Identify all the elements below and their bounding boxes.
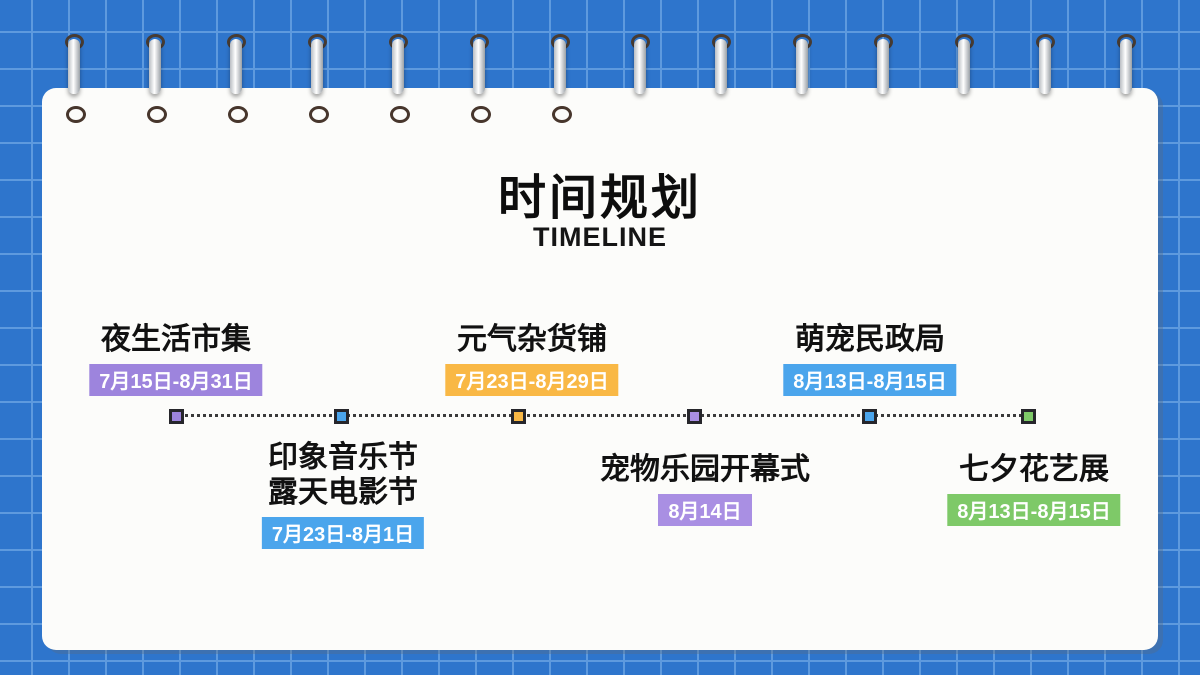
timeline-event-pet-bureau: 萌宠民政局 8月13日-8月15日	[783, 322, 957, 396]
punch-hole-icon	[471, 106, 491, 123]
punch-hole-icon	[228, 106, 248, 123]
timeline-event-grocery: 元气杂货铺 7月23日-8月29日	[445, 322, 619, 396]
event-date-badge: 7月23日-8月29日	[445, 364, 619, 396]
punch-holes-row	[66, 106, 572, 126]
timeline-line	[172, 414, 1030, 417]
timeline-marker	[511, 409, 526, 424]
binder-ring-icon	[64, 34, 84, 96]
timeline-marker	[862, 409, 877, 424]
timeline-marker	[169, 409, 184, 424]
timeline-event-qixi-flower-show: 七夕花艺展 8月13日-8月15日	[947, 452, 1121, 526]
binder-ring-icon	[307, 34, 327, 96]
page-subtitle: TIMELINE	[533, 222, 667, 252]
event-name: 宠物乐园开幕式	[600, 453, 810, 486]
punch-hole-icon	[309, 106, 329, 123]
binder-ring-icon	[550, 34, 570, 96]
binder-ring-icon	[145, 34, 165, 96]
event-name-line2: 露天电影节	[268, 476, 418, 509]
event-date-badge: 7月23日-8月1日	[261, 517, 425, 549]
event-name: 印象音乐节	[268, 441, 418, 474]
binder-ring-icon	[873, 34, 894, 96]
timeline-event-music-film-festival: 印象音乐节 露天电影节 7月23日-8月1日	[261, 440, 425, 549]
event-date-badge: 8月13日-8月15日	[947, 494, 1121, 526]
event-date-badge: 8月14日	[658, 494, 752, 526]
binder-rings-row	[64, 34, 1136, 96]
event-name: 夜生活市集	[101, 323, 251, 356]
timeline-event-pet-park-opening: 宠物乐园开幕式 8月14日	[600, 452, 810, 526]
binder-ring-icon	[711, 34, 732, 96]
event-name: 元气杂货铺	[457, 323, 607, 356]
punch-hole-icon	[552, 106, 572, 123]
punch-hole-icon	[390, 106, 410, 123]
event-name: 萌宠民政局	[795, 323, 945, 356]
event-date-badge: 7月15日-8月31日	[89, 364, 263, 396]
page-title: 时间规划	[497, 172, 702, 225]
binder-ring-icon	[1035, 34, 1056, 96]
binder-ring-icon	[954, 34, 975, 96]
binder-ring-icon	[792, 34, 813, 96]
punch-hole-icon	[66, 106, 86, 123]
event-date-badge: 8月13日-8月15日	[783, 364, 957, 396]
timeline-marker	[687, 409, 702, 424]
binder-ring-icon	[630, 34, 651, 96]
timeline-marker	[334, 409, 349, 424]
binder-ring-icon	[469, 34, 489, 96]
timeline-event-night-market: 夜生活市集 7月15日-8月31日	[89, 322, 263, 396]
binder-ring-icon	[226, 34, 246, 96]
timeline-marker	[1021, 409, 1036, 424]
punch-hole-icon	[147, 106, 167, 123]
binder-ring-icon	[388, 34, 408, 96]
binder-ring-icon	[1116, 34, 1136, 96]
event-name: 七夕花艺展	[959, 453, 1109, 486]
